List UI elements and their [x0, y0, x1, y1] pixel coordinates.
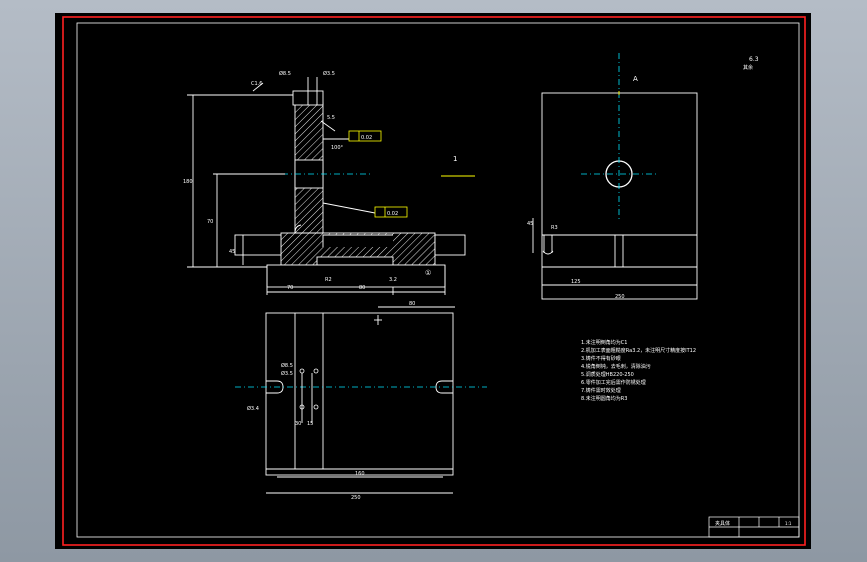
top-dim-hole-a: 30: [295, 421, 301, 427]
top-dim-mark-b: Ø3.5: [281, 370, 293, 377]
drawing-canvas: C1.6 Ø8.5 Ø3.5 0.02 0.02 100° 5.5 180 70…: [62, 16, 806, 546]
roughness-value: 6.3: [749, 56, 759, 63]
gdt-perp-spec: 0.02: [387, 211, 398, 217]
top-view-labels: 80 Ø8.5 Ø3.5 Ø3.4 30 15 160 250: [247, 301, 415, 501]
title-block-labels: 夹具体 1:1: [715, 520, 792, 527]
section-label: A: [633, 75, 638, 83]
dim-top-chamfer: C1.6: [251, 81, 262, 87]
roughness-bottom: 3.2: [389, 277, 397, 283]
note-line: 7.铸件需时效处理: [581, 387, 621, 394]
gdt-boxes: [348, 130, 408, 218]
title-scale: 1:1: [785, 521, 792, 526]
side-body: [541, 92, 698, 300]
title-name: 夹具体: [715, 520, 730, 527]
inner-frame: [76, 22, 800, 538]
top-view: [235, 306, 487, 494]
title-block: [708, 516, 800, 538]
side-dim-total-width: 250: [615, 294, 625, 300]
roughness-note: 其余: [743, 64, 753, 71]
note-line: 8.未注明圆角均为R3: [581, 395, 627, 402]
top-dim-right: 80: [409, 301, 415, 307]
note-line: 5.调质处理HB220-250: [581, 371, 634, 378]
circle-mark: ①: [425, 269, 431, 277]
top-body: [265, 312, 454, 476]
note-line: 1.未注明倒角均为C1: [581, 339, 627, 346]
dim-angle: 100°: [331, 145, 344, 151]
top-dim-outer-width: 250: [351, 495, 361, 501]
drawing-sheet: C1.6 Ø8.5 Ø3.5 0.02 0.02 100° 5.5 180 70…: [55, 13, 811, 549]
dim-top-width: Ø8.5: [279, 70, 291, 77]
technical-notes: 1.未注明倒角均为C1 2.机加工表面粗糙度Ra3.2，未注明尺寸精度按IT12…: [581, 339, 696, 402]
dim-height-total: 180: [183, 179, 193, 185]
side-dim-bottom-width: 125: [571, 279, 581, 285]
top-view-holes: [299, 368, 319, 410]
top-dim-hole-b: 15: [307, 421, 313, 427]
dim-height-label: 5.5: [327, 115, 335, 121]
side-dim-left-height: 45: [527, 221, 533, 227]
dim-bottom-left: 70: [287, 285, 293, 291]
top-dim-mark-a: Ø8.5: [281, 362, 293, 369]
dim-mid-height: 70: [207, 219, 213, 225]
dim-top-width-right: Ø3.5: [323, 70, 335, 77]
gdt-flat-spec: 0.02: [361, 135, 372, 141]
side-view-labels: A 6.3 其余 45 R3 125 250: [527, 56, 759, 300]
top-dim-inner-width: 160: [355, 471, 365, 477]
front-view: [187, 77, 475, 295]
note-line: 4.锐角倒钝，去毛刺，清除油污: [581, 363, 651, 370]
front-view-labels: C1.6 Ø8.5 Ø3.5 0.02 0.02 100° 5.5 180 70…: [183, 70, 457, 291]
dim-base-height: 45: [229, 249, 235, 255]
note-line: 2.机加工表面粗糙度Ra3.2，未注明尺寸精度按IT12: [581, 347, 696, 354]
side-dim-left-mark: R3: [551, 225, 558, 231]
outer-red-frame: [62, 16, 806, 546]
top-dim-slot: Ø3.4: [247, 405, 259, 412]
dim-base-label: R2: [325, 277, 332, 283]
note-line: 3.铸件不得有砂眼: [581, 355, 621, 362]
side-mark: 1: [453, 155, 457, 163]
note-line: 6.零件加工完后需作防锈处理: [581, 379, 646, 386]
dim-bottom-right: 80: [359, 285, 365, 291]
side-view: [532, 53, 698, 300]
